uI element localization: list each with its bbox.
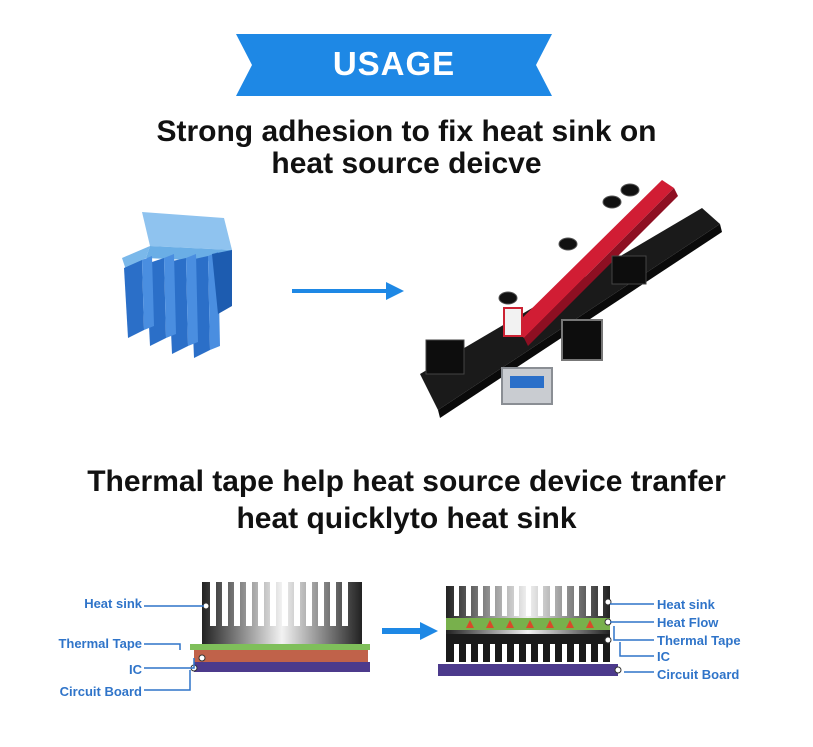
label-circuit-board-left: Circuit Board [59,684,142,699]
pcie-riser-card-image [420,180,722,418]
label-thermal-tape-right: Thermal Tape [657,633,741,648]
label-heat-flow-right: Heat Flow [657,615,719,630]
label-ic-left: IC [129,662,142,677]
right-label-lines [610,603,654,673]
section2-heading-line1: Thermal tape help heat source device tra… [87,465,726,498]
label-thermal-tape-left: Thermal Tape [58,636,142,651]
thermal-diagram-right [438,586,622,676]
arrow-right-icon-2 [382,622,438,640]
usage-title: USAGE [332,45,456,82]
arrow-right-icon [292,282,404,300]
section1-heading-line2: heat source deicve [271,147,542,180]
section2-heading-line2: heat quicklyto heat sink [236,502,577,535]
section1-heading: Strong adhesion to fix heat sink on heat… [0,116,813,180]
thermal-diagram-left [190,582,370,672]
label-circuit-board-right: Circuit Board [657,667,740,682]
usage-banner [236,34,552,96]
section2-heading: Thermal tape help heat source device tra… [0,463,813,537]
label-heat-sink-left: Heat sink [84,596,142,611]
blue-heatsink-image [122,212,232,358]
label-heat-sink-right: Heat sink [657,597,715,612]
label-ic-right: IC [657,649,670,664]
left-label-lines [144,605,204,691]
section1-heading-line1: Strong adhesion to fix heat sink on [156,115,657,148]
